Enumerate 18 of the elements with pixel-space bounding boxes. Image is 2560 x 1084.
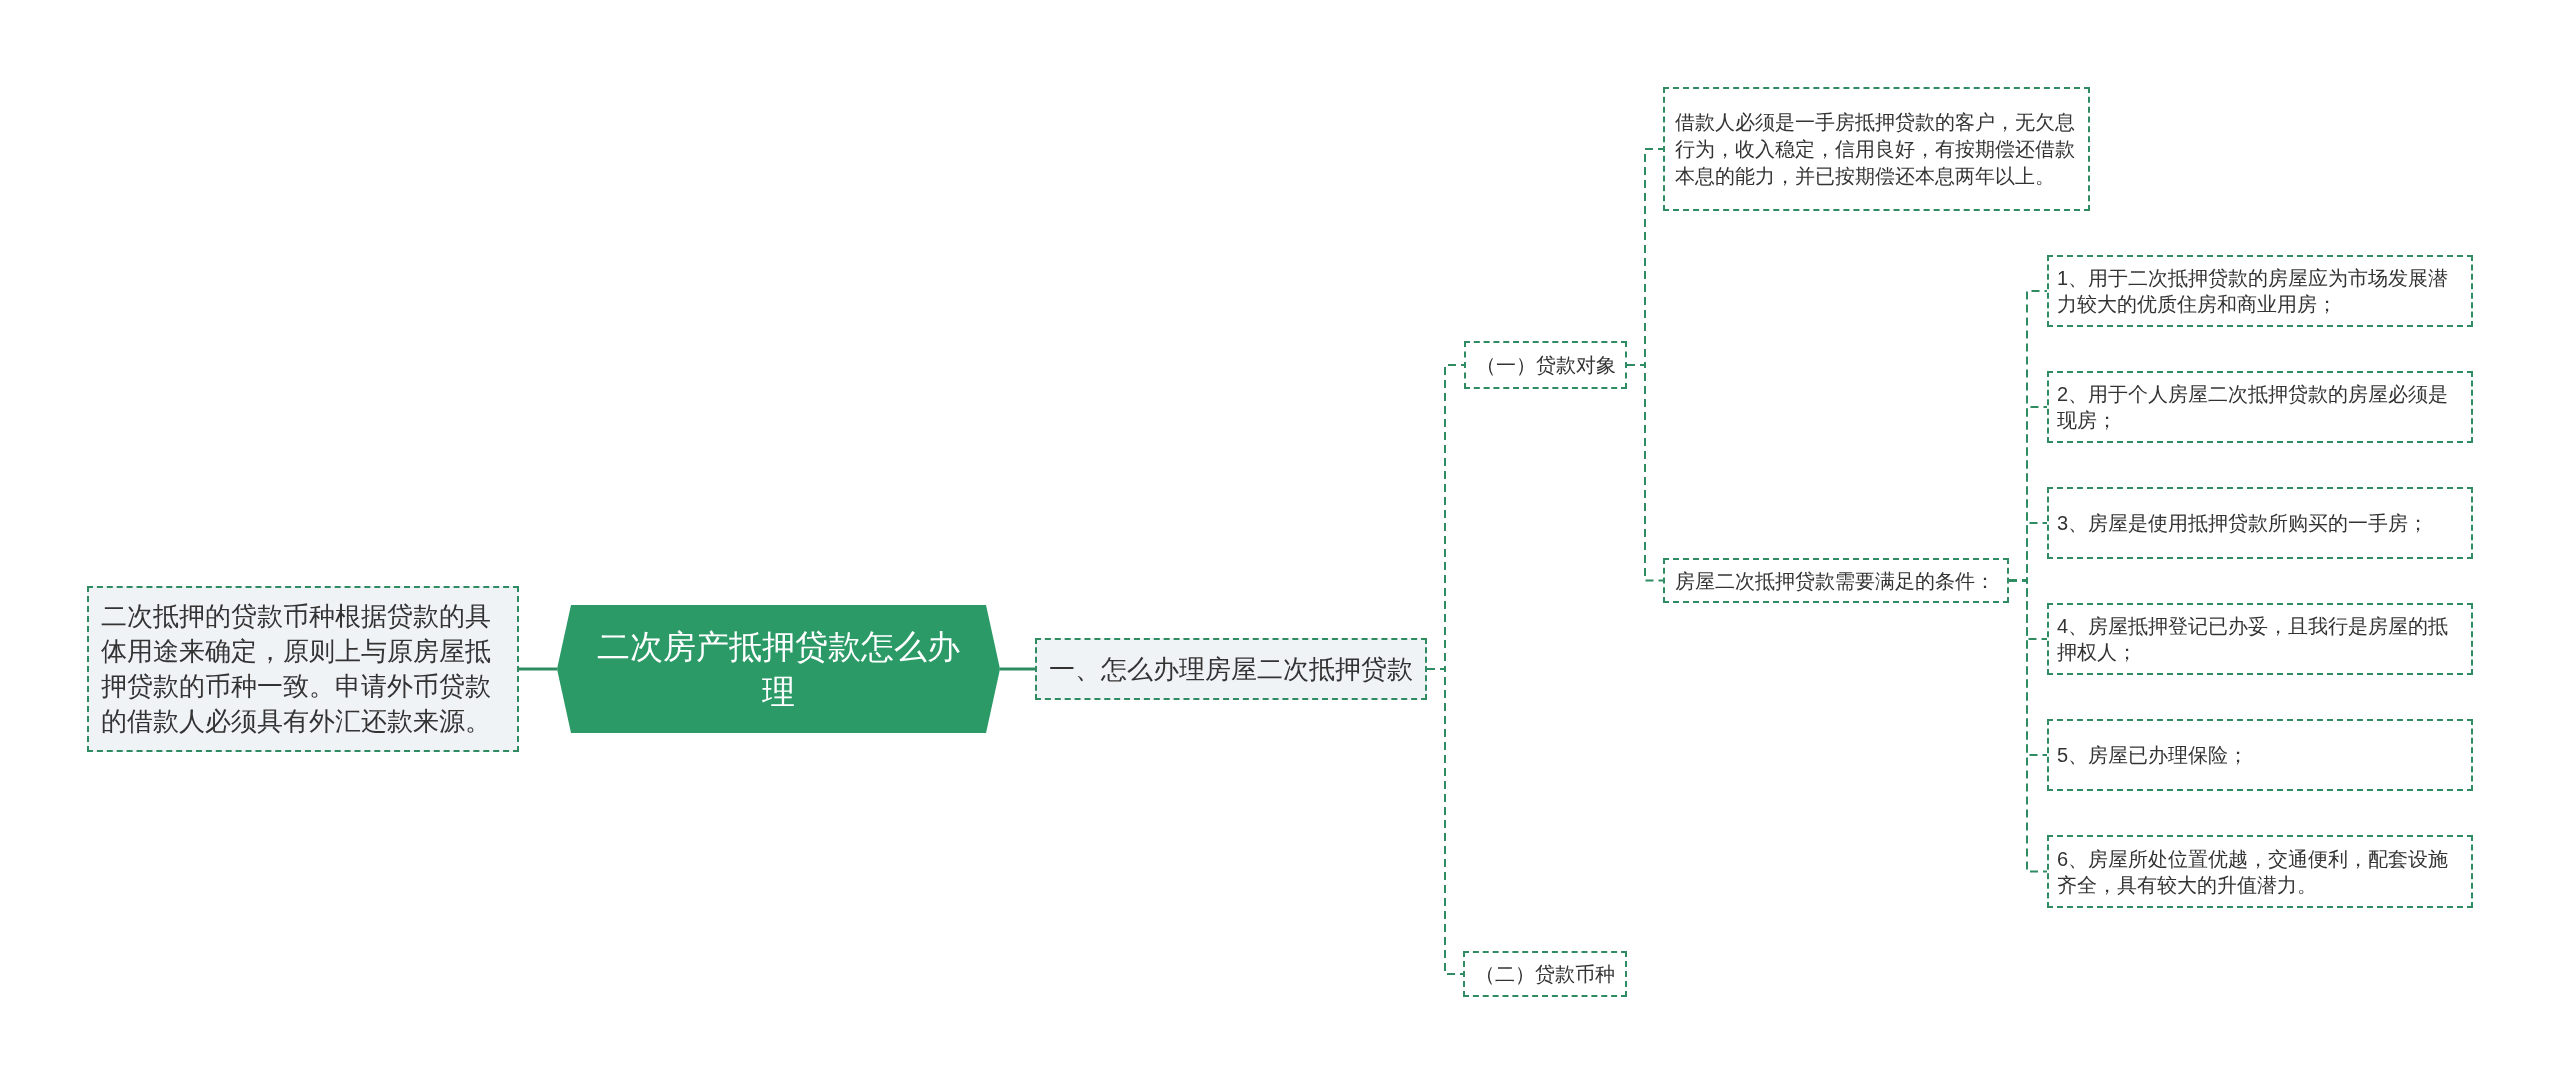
connector-line [519,667,557,671]
subtopic-box: 房屋二次抵押贷款需要满足的条件： [1663,558,2009,603]
subtopic-box: 借款人必须是一手房抵押贷款的客户，无欠息行为，收入稳定，信用良好，有按期偿还借款本息的能力，并已按期偿还本息两年以上。 [1663,87,2090,211]
detail-box: 6、房屋所处位置优越，交通便利，配套设施齐全，具有较大的升值潜力。 [2047,835,2473,908]
subtopic-box: （一）贷款对象 [1464,341,1627,389]
subtopic-box: （二）贷款币种 [1463,951,1627,997]
detail-box: 1、用于二次抵押贷款的房屋应为市场发展潜力较大的优质住房和商业用房； [2047,255,2473,327]
connector-line [1000,667,1035,671]
detail-box: 3、房屋是使用抵押贷款所购买的一手房； [2047,487,2473,559]
connector-line [1426,668,1464,975]
detail-box: 2、用于个人房屋二次抵押贷款的房屋必须是现房； [2047,371,2473,443]
detail-box: 5、房屋已办理保险； [2047,719,2473,791]
central-topic: 二次房产抵押贷款怎么办理 [557,605,1000,733]
connector-line [1626,364,1664,582]
detail-box: 4、房屋抵押登记已办妥，且我行是房屋的抵押权人； [2047,603,2473,675]
topic-box: 二次抵押的贷款币种根据贷款的具体用途来确定，原则上与原房屋抵押贷款的币种一致。申请外币贷款的借款人必须具有外汇还款来源。 [87,586,519,752]
topic-box: 一、怎么办理房屋二次抵押贷款 [1035,638,1427,700]
connector-line [2008,579,2048,873]
